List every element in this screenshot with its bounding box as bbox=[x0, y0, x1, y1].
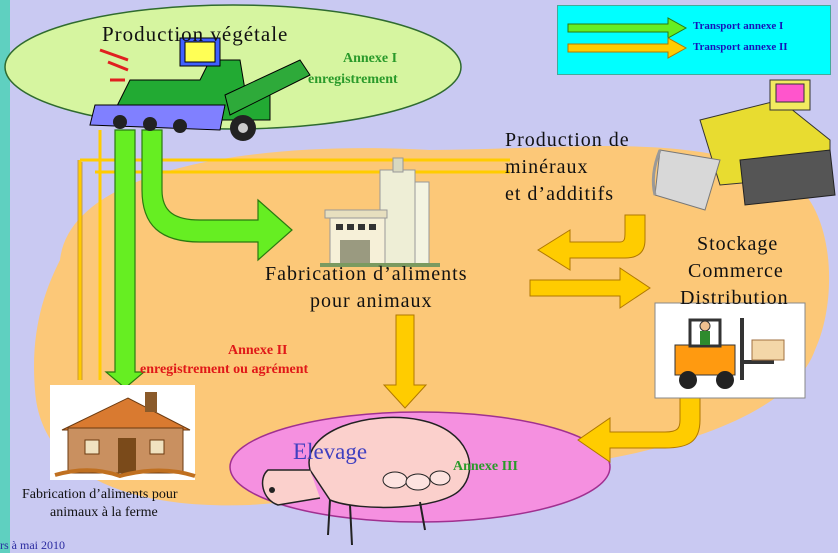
label-distribution: Distribution bbox=[680, 287, 789, 309]
green-arrow-to-farm bbox=[104, 129, 146, 389]
legend-box: Transport annexe I Transport annexe II bbox=[557, 5, 831, 75]
annexe1-subtitle: enregistrement bbox=[308, 72, 398, 87]
left-edge-stripe bbox=[0, 0, 10, 553]
legend-orange-arrow bbox=[567, 37, 688, 59]
legend-label-annex2: Transport annexe II bbox=[693, 41, 788, 53]
harvester-illustration bbox=[89, 37, 311, 141]
label-ferme-1: Fabrication d’aliments pour bbox=[22, 487, 178, 502]
label-production-mineraux-1: Production de bbox=[505, 129, 630, 151]
label-ferme-2: animaux à la ferme bbox=[50, 505, 158, 520]
pig-illustration bbox=[261, 416, 471, 546]
annexe2-subtitle: enregistrement ou agrément bbox=[140, 362, 309, 377]
farm-illustration bbox=[54, 392, 196, 479]
legend-green-arrow bbox=[567, 17, 688, 39]
label-commerce: Commerce bbox=[688, 260, 784, 282]
legend-label-annex1: Transport annexe I bbox=[693, 20, 784, 32]
footer-text: rs à mai 2010 bbox=[0, 538, 65, 552]
label-fabrication-1: Fabrication d’aliments bbox=[265, 263, 468, 285]
label-elevage: Elevage bbox=[293, 439, 368, 464]
green-arrow-to-fabrication bbox=[141, 129, 293, 262]
legend-arrows bbox=[567, 17, 688, 59]
label-production-mineraux-2: minéraux bbox=[505, 156, 589, 178]
annexe2-title: Annexe II bbox=[228, 343, 288, 358]
label-production-mineraux-3: et d’additifs bbox=[505, 183, 615, 205]
orange-arrow-fabrication-to-stockage bbox=[529, 267, 651, 309]
bulldozer-illustration bbox=[651, 79, 836, 211]
label-fabrication-2: pour animaux bbox=[310, 290, 433, 312]
orange-arrow-minerals-to-fabrication bbox=[537, 214, 646, 271]
annexe1-title: Annexe I bbox=[343, 51, 398, 66]
orange-arrow-fabrication-to-elevage bbox=[382, 314, 428, 409]
forklift-illustration bbox=[674, 318, 785, 389]
factory-illustration bbox=[320, 157, 440, 267]
annexe3-title: Annexe III bbox=[453, 459, 518, 474]
orange-arrow-stockage-to-elevage bbox=[577, 394, 701, 463]
label-production-vegetale: Production végétale bbox=[102, 22, 289, 46]
label-stockage: Stockage bbox=[697, 233, 779, 255]
